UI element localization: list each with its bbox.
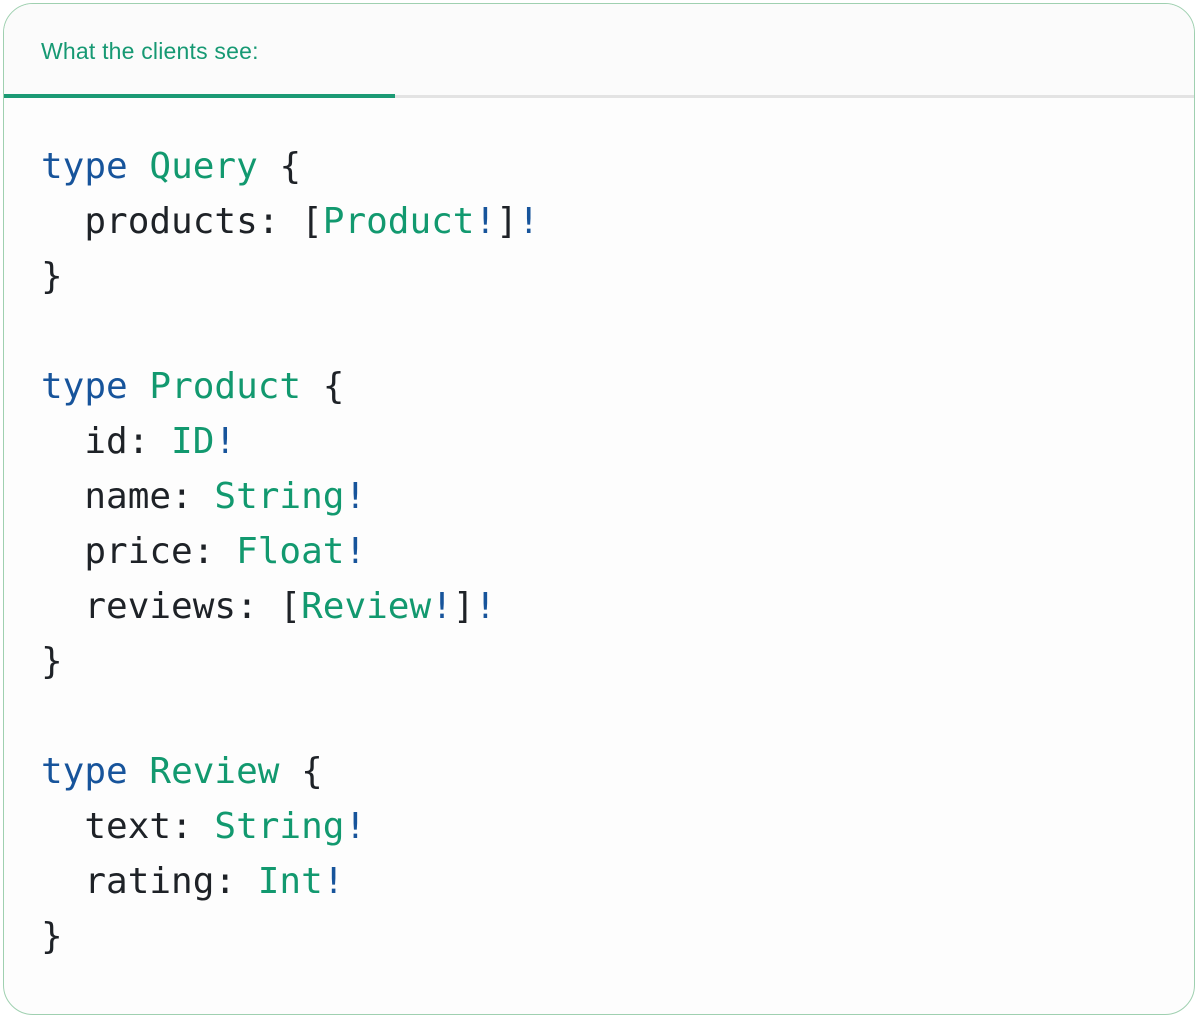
code-token-bang: ! <box>517 201 540 242</box>
code-token-keyword: type <box>41 366 128 407</box>
code-token-plain: { <box>279 751 323 792</box>
code-token-bang: ! <box>344 806 367 847</box>
code-token-type: Review <box>301 586 432 627</box>
code-line <box>41 689 1174 744</box>
code-line: reviews: [Review!]! <box>41 579 1174 634</box>
code-token-type: Product <box>149 366 302 407</box>
code-line: price: Float! <box>41 524 1174 579</box>
code-token-keyword: type <box>41 146 128 187</box>
code-line: type Query { <box>41 139 1174 194</box>
code-token-type: Product <box>322 201 475 242</box>
code-token-bang: ! <box>214 421 237 462</box>
code-token-plain: ] <box>452 586 475 627</box>
code-line <box>41 304 1174 359</box>
code-line: type Review { <box>41 744 1174 799</box>
code-token-type: Int <box>257 861 323 902</box>
code-panel: What the clients see: type Query { produ… <box>3 3 1195 1015</box>
code-token-plain: id: <box>41 421 172 462</box>
tab-bar: What the clients see: <box>4 4 1194 98</box>
code-block: type Query { products: [Product!]!} type… <box>4 98 1194 964</box>
code-line: id: ID! <box>41 414 1174 469</box>
code-line: } <box>41 634 1174 689</box>
code-line: } <box>41 249 1174 304</box>
code-token-keyword: type <box>41 751 128 792</box>
code-line: } <box>41 909 1174 964</box>
code-token-bang: ! <box>344 531 367 572</box>
code-token-plain <box>128 751 150 792</box>
code-token-type: String <box>214 806 345 847</box>
code-token-bang: ! <box>344 476 367 517</box>
code-token-plain: { <box>301 366 345 407</box>
code-token-bang: ! <box>431 586 453 627</box>
code-token-plain: price: <box>41 531 237 572</box>
code-token-plain <box>128 366 150 407</box>
code-line: name: String! <box>41 469 1174 524</box>
code-token-type: ID <box>171 421 215 462</box>
code-token-plain: } <box>41 256 63 297</box>
code-token-plain: products: [ <box>41 201 323 242</box>
code-token-plain <box>128 146 150 187</box>
code-token-plain: ] <box>496 201 518 242</box>
code-token-type: String <box>214 476 345 517</box>
code-token-type: Review <box>149 751 280 792</box>
code-token-bang: ! <box>474 586 497 627</box>
code-line: rating: Int! <box>41 854 1174 909</box>
tab-clients-view[interactable]: What the clients see: <box>41 38 259 64</box>
code-token-bang: ! <box>322 861 345 902</box>
code-line: products: [Product!]! <box>41 194 1174 249</box>
code-token-plain: rating: <box>41 861 258 902</box>
tabbar-divider <box>4 95 1194 98</box>
code-token-plain: { <box>257 146 302 187</box>
active-tab-underline <box>4 94 395 98</box>
code-token-type: Query <box>149 146 258 187</box>
code-line: type Product { <box>41 359 1174 414</box>
code-token-plain: reviews: [ <box>41 586 302 627</box>
code-token-bang: ! <box>474 201 497 242</box>
code-line: text: String! <box>41 799 1174 854</box>
code-token-plain: name: <box>41 476 215 517</box>
code-token-plain: } <box>41 916 63 957</box>
code-token-plain: } <box>41 641 63 682</box>
code-token-type: Float <box>236 531 345 572</box>
code-token-plain: text: <box>41 806 215 847</box>
